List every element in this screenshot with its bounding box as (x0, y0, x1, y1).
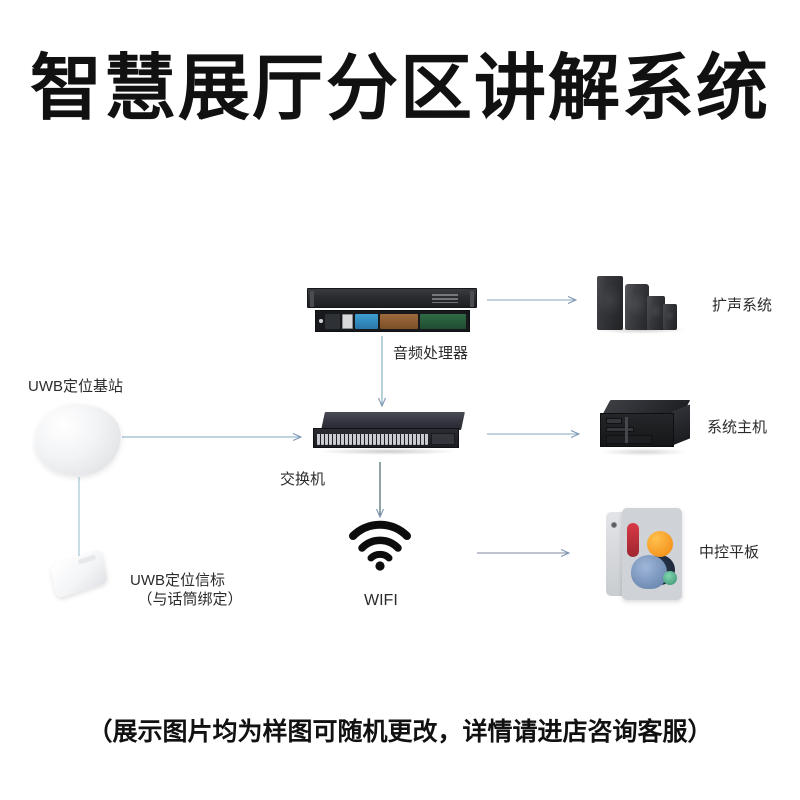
network-switch-device[interactable] (313, 412, 465, 456)
panel-segment-blue (354, 313, 378, 329)
rack-audio-processor-icon (307, 288, 477, 308)
host-handle-icon (625, 417, 628, 443)
host-side-panel (672, 404, 690, 446)
uwb-beacon-icon (49, 548, 109, 600)
audio-processor-rear-panel (315, 310, 470, 332)
switch-label: 交换机 (280, 471, 326, 488)
tablet-camera-icon (611, 522, 617, 528)
switch-shadow (317, 448, 459, 455)
speaker-icon-2 (625, 284, 649, 330)
panel-segment-green (420, 313, 466, 329)
speaker-grill-icon (600, 282, 620, 322)
footer-note: （展示图片均为样图可随机更改，详情请进店咨询客服） (87, 718, 713, 746)
uwb-beacon-label: UWB定位信标 （与话筒绑定） (130, 572, 310, 610)
audio-processor-device[interactable] (307, 288, 477, 334)
uwb-beacon-label-line1: UWB定位信标 (130, 572, 225, 589)
tablet-icon (622, 508, 682, 600)
rack-ear-right-icon (470, 291, 474, 307)
host-label: 系统主机 (707, 419, 768, 436)
panel-segment-dark (324, 313, 341, 329)
speaker-grill-icon (628, 290, 646, 322)
speaker-grill-icon (650, 302, 662, 322)
uwb-beacon-device[interactable] (48, 548, 112, 600)
switch-front-panel (313, 428, 459, 448)
wifi-node[interactable] (347, 520, 413, 572)
switch-port-row (317, 434, 428, 445)
host-front-panel (600, 413, 674, 447)
panel-port-icon (342, 313, 353, 329)
uwb-base-station-icon (31, 399, 125, 481)
control-tablet-device[interactable] (606, 508, 684, 600)
speaker-icon-3 (647, 296, 665, 330)
speaker-grill-icon (666, 310, 674, 322)
speakers-label: 扩声系统 (712, 297, 773, 314)
host-drive-bay-icon (606, 418, 622, 424)
host-shadow (600, 448, 688, 456)
uwb-base-station-device[interactable] (31, 399, 125, 481)
panel-indicator-icon (319, 319, 323, 323)
wifi-label: WIFI (364, 592, 398, 609)
host-drive-bay-icon (606, 427, 634, 432)
system-host-device[interactable] (600, 400, 692, 456)
speaker-icon-1 (597, 276, 623, 330)
rack-brand-mark-icon (432, 294, 458, 303)
host-drive-bay-icon (606, 435, 652, 444)
wifi-icon (349, 520, 411, 571)
speaker-shadow (595, 326, 687, 334)
speaker-icon-4 (663, 304, 677, 330)
switch-uplink-module (431, 433, 455, 445)
audio-processor-label: 音频处理器 (393, 345, 469, 362)
rack-ear-left-icon (310, 291, 314, 307)
page-title: 智慧展厅分区讲解系统 (29, 49, 770, 129)
panel-segment-copper (379, 313, 419, 329)
speaker-array-device[interactable] (595, 272, 693, 334)
uwb-base-label: UWB定位基站 (28, 378, 123, 395)
tablet-label: 中控平板 (699, 544, 760, 561)
uwb-beacon-label-line2: （与话筒绑定） (137, 590, 243, 608)
